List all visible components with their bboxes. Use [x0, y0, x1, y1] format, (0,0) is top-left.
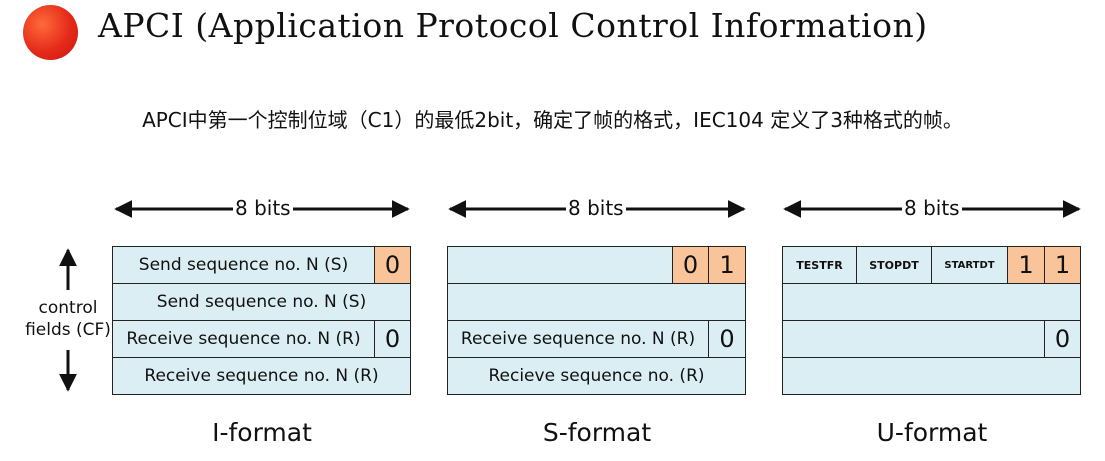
i-format-row3-bit: 0 — [374, 320, 411, 358]
s-format-row1-bit-0: 1 — [708, 246, 746, 284]
u-format-testfr-field: TESTFR — [782, 246, 857, 284]
page-title: APCI (Application Protocol Control Infor… — [98, 6, 928, 45]
s-format-row1-bit-1: 0 — [672, 246, 709, 284]
u-format-row4-field — [782, 357, 1081, 395]
i-format-row1-bit: 0 — [374, 246, 411, 284]
u-format-row3-bit: 0 — [1044, 320, 1081, 358]
u-format-bits-label: 8 bits — [902, 196, 962, 220]
s-format-row4-field: Recieve sequence no. (R) — [447, 357, 746, 395]
i-format-row3-field: Receive sequence no. N (R) — [112, 320, 375, 358]
s-format-row3-bit: 0 — [708, 320, 746, 358]
u-format-stopdt-field: STOPDT — [856, 246, 932, 284]
control-fields-label: control fields (CF) — [20, 297, 116, 341]
s-format-bits-label: 8 bits — [566, 196, 626, 220]
s-format-row1-field — [447, 246, 673, 284]
control-fields-label-line2: fields (CF) — [25, 320, 111, 340]
u-format-row3-field — [782, 320, 1045, 358]
i-format-label: I-format — [212, 418, 312, 447]
u-format-label: U-format — [876, 418, 988, 447]
u-format-row2-field — [782, 283, 1081, 321]
s-format-row2-field — [447, 283, 746, 321]
i-format-bits-label: 8 bits — [233, 196, 293, 220]
control-fields-label-line1: control — [38, 298, 98, 318]
description-text: APCI中第一个控制位域（C1）的最低2bit，确定了帧的格式，IEC104 定… — [142, 108, 963, 132]
u-format-row1-bit-1: 1 — [1007, 246, 1045, 284]
i-format-row4-field: Receive sequence no. N (R) — [112, 357, 411, 395]
i-format-row1-field: Send sequence no. N (S) — [112, 246, 375, 284]
i-format-row2-field: Send sequence no. N (S) — [112, 283, 411, 321]
u-format-startdt-field: STARTDT — [931, 246, 1008, 284]
s-format-label: S-format — [542, 418, 652, 447]
u-format-row1-bit-0: 1 — [1044, 246, 1081, 284]
red-bullet-icon — [23, 5, 78, 60]
s-format-row3-field: Receive sequence no. N (R) — [447, 320, 709, 358]
